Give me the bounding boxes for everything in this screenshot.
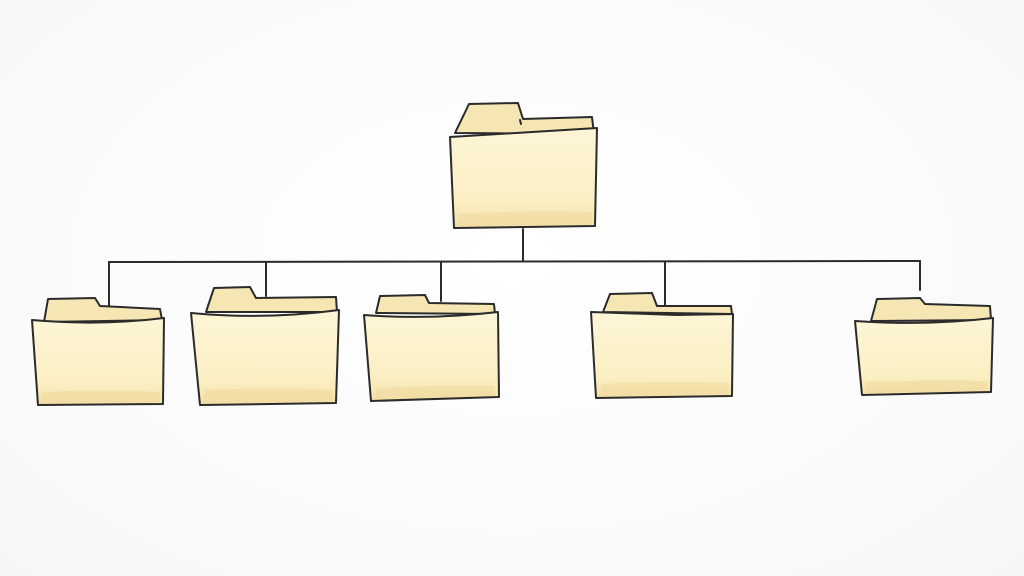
horizontal-bus — [108, 260, 921, 263]
child-folder-3-icon — [363, 294, 500, 402]
child-folder-1-icon — [31, 297, 165, 406]
child-folder-5-icon — [854, 297, 994, 396]
root-folder-icon — [449, 102, 598, 229]
child-folder-4-icon — [590, 292, 734, 399]
connectors — [108, 228, 921, 316]
child-folder-2-icon — [190, 286, 340, 406]
